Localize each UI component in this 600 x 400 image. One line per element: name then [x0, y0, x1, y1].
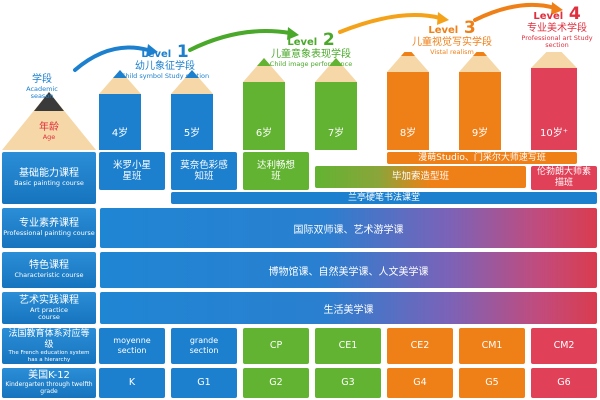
arrow-level-2: [188, 29, 292, 52]
pencil-row: [99, 52, 577, 150]
us-level-g2: G2: [243, 368, 309, 398]
course-lanting: 兰亭硬笔书法课堂: [171, 192, 597, 204]
age-8: 8岁: [399, 128, 417, 139]
age-4: 4岁: [111, 128, 129, 139]
pencil-4: [99, 70, 141, 150]
us-level-k: K: [99, 368, 165, 398]
age-label: 年龄 Age: [39, 122, 59, 141]
us-level-g3: G3: [315, 368, 381, 398]
fr-level-6: CM1: [459, 328, 525, 364]
fr-level-7: CM2: [531, 328, 597, 364]
age-5: 5岁: [183, 128, 201, 139]
fr-level-3: CP: [243, 328, 309, 364]
level-2-title: Level 2 儿童意象表现学段 Child image performance: [269, 30, 353, 68]
age-6: 6岁: [255, 128, 273, 139]
corner-pencil-shape: [2, 92, 96, 150]
pencil-7: [315, 58, 357, 150]
row-basic-label: 基础能力课程 Basic painting course: [2, 152, 96, 204]
pencil-6: [243, 58, 285, 150]
course-miro: 米罗小星星班: [99, 152, 165, 190]
arrow-level-3: [338, 13, 442, 34]
row-art-label: 艺术实践课程 Art practice course: [2, 292, 96, 324]
row-characteristic-label: 特色课程 Characteristic course: [2, 252, 96, 288]
bar-professional: 国际双师课、艺术游学课: [100, 208, 597, 248]
bar-art: 生活美学课: [100, 292, 597, 324]
course-monet: 莫奈色彩感知班: [171, 152, 237, 190]
arrow-head-2: [287, 27, 299, 40]
course-rembrandt: 伦勃朗大师素描班: [531, 166, 597, 190]
age-7: 7岁: [327, 128, 345, 139]
arrow-head-1: [146, 44, 158, 57]
level-1-title: Level 1 幼儿象征学段 Child symbol Study sectio…: [120, 42, 210, 80]
row-french-label: 法国教育体系对应等级 The French education system h…: [2, 328, 96, 364]
season-label: 学段 Academic season: [26, 74, 58, 101]
fr-level-1: moyenne section: [99, 328, 165, 364]
us-level-g1: G1: [171, 368, 237, 398]
pencil-5: [171, 70, 213, 150]
bar-characteristic: 博物馆课、自然美学课、人文美学课: [100, 252, 597, 288]
age-10: 10岁⁺: [539, 128, 568, 139]
arrow-head-4: [551, 2, 563, 15]
level-3-title: Level 3 儿童视觉写实学段 Vistal realism: [412, 18, 492, 56]
row-professional-label: 专业素养课程 Professional painting course: [2, 208, 96, 248]
row-us-label: 美国K-12 Kindergarten through twelfth grad…: [2, 368, 96, 398]
pencil-8: [387, 52, 429, 150]
level-4-title: Level 4 专业美术学段 Professional art Study se…: [521, 4, 593, 50]
fr-level-5: CE2: [387, 328, 453, 364]
fr-level-2: grande section: [171, 328, 237, 364]
pencil-9: [459, 52, 501, 150]
arrow-level-1: [73, 45, 150, 72]
arrow-level-4: [473, 2, 557, 22]
level-arrows: [73, 2, 563, 72]
course-manhua: 漫萌Studio、门采尔大师速写班: [387, 152, 577, 164]
pencil-10: [531, 52, 577, 150]
course-dali: 达利畅想班: [243, 152, 309, 190]
us-level-g5: G5: [459, 368, 525, 398]
fr-level-4: CE1: [315, 328, 381, 364]
course-picasso: 毕加索造型班: [315, 166, 526, 188]
arrow-head-3: [437, 12, 449, 25]
us-level-g4: G4: [387, 368, 453, 398]
age-9: 9岁: [471, 128, 489, 139]
us-level-g6: G6: [531, 368, 597, 398]
